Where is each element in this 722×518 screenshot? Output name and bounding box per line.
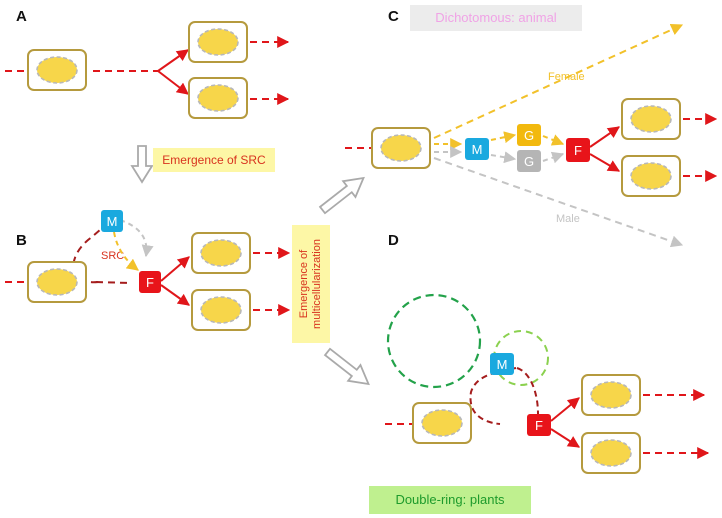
division-arrow-a-down (157, 70, 189, 95)
src-ring-tail (95, 281, 131, 284)
panel-b: SRC M F (5, 210, 291, 331)
m-to-g-male-arrow (490, 151, 517, 164)
cell-b-parent (27, 261, 87, 303)
cell-d-daughter-top (581, 374, 641, 416)
f-node-c: F (566, 138, 590, 162)
m-to-f-arrow-gray (119, 219, 154, 258)
m-node-d-label: M (497, 357, 508, 372)
transition-arrow-b-to-c (318, 176, 365, 215)
m-to-f-arrow-orange (113, 231, 139, 271)
f-node-b: F (139, 271, 161, 293)
cell-c-daughter-top (621, 98, 681, 140)
f-node-d-label: F (535, 418, 543, 433)
g-male-to-f-arrow (542, 151, 565, 164)
female-label: Female (548, 71, 585, 83)
division-arrow-c-up (589, 126, 620, 148)
division-arrow-b-down (160, 284, 190, 306)
male-label: Male (556, 213, 580, 225)
cell-d-parent (412, 402, 472, 444)
panel-a (5, 21, 290, 119)
transition-arrow-b-to-d (323, 347, 370, 386)
male-long-arrow (433, 157, 684, 248)
cell-a-daughter-bottom (188, 77, 248, 119)
f-node-d: F (527, 414, 551, 436)
src-label: SRC (101, 250, 124, 262)
cell-c-daughter-bottom (621, 155, 681, 197)
m-node-d: M (490, 353, 514, 375)
division-arrow-a-up (157, 49, 189, 72)
division-arrow-d-down (550, 428, 581, 448)
g-node-female-label: G (524, 128, 534, 143)
division-arrow-d-up (550, 397, 580, 422)
panel-label-c: C (388, 8, 399, 25)
panel-label-a: A (16, 8, 27, 25)
division-arrow-c-down (589, 153, 621, 172)
m-node-b: M (101, 210, 123, 232)
cell-b-daughter-top (191, 232, 251, 274)
cell-b-daughter-bottom (191, 289, 251, 331)
g-female-to-f-arrow (542, 134, 565, 146)
panel-c: Female Male M G G F (345, 24, 718, 248)
g-node-male: G (517, 150, 541, 172)
female-long-arrow (433, 24, 684, 139)
banner-dichotomous-animal: Dichotomous: animal (410, 5, 582, 31)
cell-c-parent (371, 127, 431, 169)
panel-label-b: B (16, 232, 27, 249)
outer-ring-dark-green (386, 293, 482, 389)
cell-d-daughter-bottom (581, 432, 641, 474)
m-node-c: M (465, 138, 489, 160)
m-node-c-label: M (472, 142, 483, 157)
g-node-female: G (517, 124, 541, 146)
cell-a-daughter-top (188, 21, 248, 63)
f-node-b-label: F (146, 275, 154, 290)
division-arrow-b-up (160, 256, 190, 282)
banner-emergence-multicellularization: Emergence of multicellularization (292, 225, 330, 343)
g-node-male-label: G (524, 154, 534, 169)
panel-d: M F (385, 293, 710, 474)
src-path-d (469, 367, 517, 425)
banner-multicellularization-text: Emergence of multicellularization (298, 239, 323, 329)
banner-double-ring-plants: Double-ring: plants (369, 486, 531, 514)
m-node-b-label: M (107, 214, 118, 229)
src-path-d-right (516, 367, 539, 415)
cell-a-parent (27, 49, 87, 91)
panel-label-d: D (388, 232, 399, 249)
transition-arrow-a-to-b (130, 145, 154, 184)
f-node-c-label: F (574, 143, 582, 158)
banner-emergence-src: Emergence of SRC (153, 148, 275, 172)
m-to-g-female-arrow (490, 131, 517, 144)
